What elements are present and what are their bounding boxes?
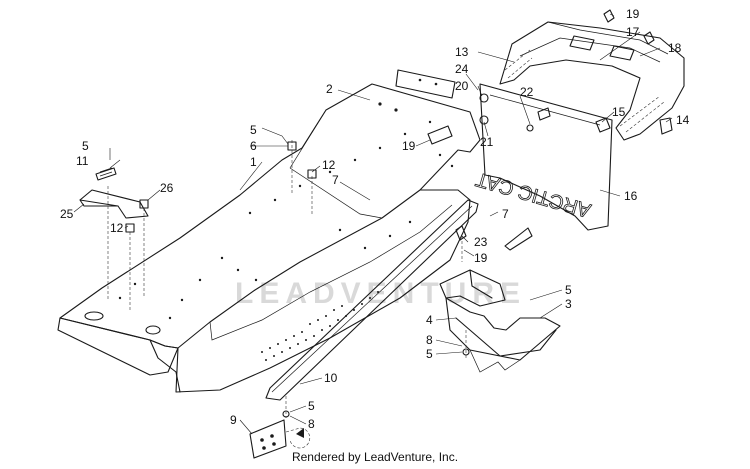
callout-11: 11	[76, 154, 89, 168]
callout-18: 18	[668, 41, 682, 55]
callout-8-bottom: 8	[308, 417, 315, 431]
callout-23: 23	[474, 235, 488, 249]
flap-text: ARCTIC CAT	[473, 168, 593, 222]
callout-5-top-left: 5	[82, 139, 89, 153]
rear-bumper	[499, 21, 685, 141]
callout-12-middle: 12	[322, 158, 336, 172]
callout-4: 4	[426, 313, 433, 327]
leader-lines	[73, 13, 673, 435]
callout-2: 2	[326, 82, 333, 96]
callout-19-top: 19	[626, 7, 640, 21]
callout-14: 14	[676, 113, 690, 127]
hitch-brackets	[439, 269, 561, 373]
slide-rail	[265, 199, 479, 401]
callout-24: 24	[455, 62, 469, 76]
callout-9: 9	[230, 413, 237, 427]
callout-19-lower: 19	[474, 251, 488, 265]
callout-1: 1	[250, 155, 257, 169]
callout-8-right: 8	[426, 333, 433, 347]
callout-6: 6	[250, 139, 257, 153]
callout-10: 10	[324, 371, 338, 385]
callout-12-left: 12	[110, 221, 124, 235]
perforation-pattern	[261, 291, 379, 361]
part-7-tab	[504, 227, 533, 251]
callout-5-bottom: 5	[308, 399, 315, 413]
callout-22: 22	[520, 85, 534, 99]
callout-21: 21	[480, 135, 494, 149]
callout-5-top-middle: 5	[250, 123, 257, 137]
callout-5-right: 5	[565, 283, 572, 297]
callout-7-right: 7	[502, 207, 509, 221]
callout-26: 26	[160, 181, 174, 195]
part-9-plate	[249, 419, 311, 459]
callout-16: 16	[624, 189, 638, 203]
part-24-plate	[395, 69, 456, 99]
callout-17: 17	[626, 25, 640, 39]
callout-15: 15	[612, 105, 626, 119]
deck-holes	[118, 102, 454, 320]
callout-19-middle: 19	[402, 139, 416, 153]
callout-20: 20	[455, 79, 469, 93]
callout-3: 3	[565, 297, 572, 311]
callout-13: 13	[455, 45, 469, 59]
callout-5-lower-right: 5	[426, 347, 433, 361]
tunnel-assembly	[57, 83, 481, 393]
hardware	[79, 9, 673, 418]
credit-text: Rendered by LeadVenture, Inc.	[291, 450, 459, 464]
callout-labels: 1 2 3 4 5 5 5 5 5 6 7 7 8 8 9 10 11 12 1…	[60, 7, 690, 431]
callout-25: 25	[60, 207, 74, 221]
callout-7-middle: 7	[332, 173, 339, 187]
snow-flap: ARCTIC CAT	[473, 83, 613, 231]
